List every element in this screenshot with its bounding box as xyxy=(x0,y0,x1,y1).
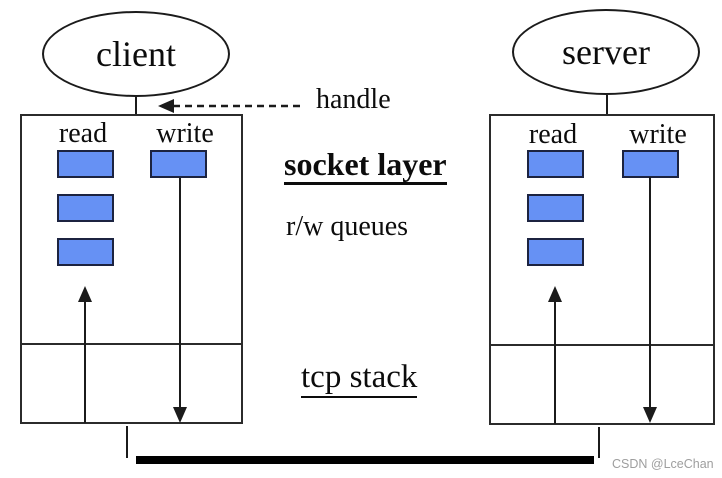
client-write-queue-rects xyxy=(150,150,207,194)
rw-queues-label: r/w queues xyxy=(286,211,409,242)
client-socket-box xyxy=(20,114,243,424)
server-node-ellipse: server xyxy=(512,9,700,95)
client-read-label: read xyxy=(58,118,108,149)
queue-rect xyxy=(527,194,584,222)
queue-rect xyxy=(622,150,679,178)
queue-rect xyxy=(57,194,114,222)
queue-rect xyxy=(150,150,207,178)
server-read-label: read xyxy=(528,119,578,150)
server-write-label: write xyxy=(629,119,687,150)
watermark-text: CSDN @LceChan xyxy=(612,457,714,471)
server-write-queue-rects xyxy=(622,150,679,194)
client-read-queue-rects xyxy=(57,150,114,282)
handle-arrowhead-icon xyxy=(158,99,174,113)
server-read-queue-rects xyxy=(527,150,584,282)
network-wire-bar xyxy=(136,456,594,464)
queue-rect xyxy=(527,238,584,266)
client-write-label: write xyxy=(156,118,214,149)
queue-rect xyxy=(57,150,114,178)
client-node-ellipse: client xyxy=(42,11,230,97)
socket-layer-heading: socket layer xyxy=(284,148,447,185)
queue-rect xyxy=(527,150,584,178)
queue-rect xyxy=(57,238,114,266)
server-socket-box xyxy=(489,114,715,425)
server-node-label: server xyxy=(562,32,650,72)
tcp-stack-heading: tcp stack xyxy=(301,361,418,398)
client-node-label: client xyxy=(96,34,176,74)
handle-label: handle xyxy=(316,84,391,115)
